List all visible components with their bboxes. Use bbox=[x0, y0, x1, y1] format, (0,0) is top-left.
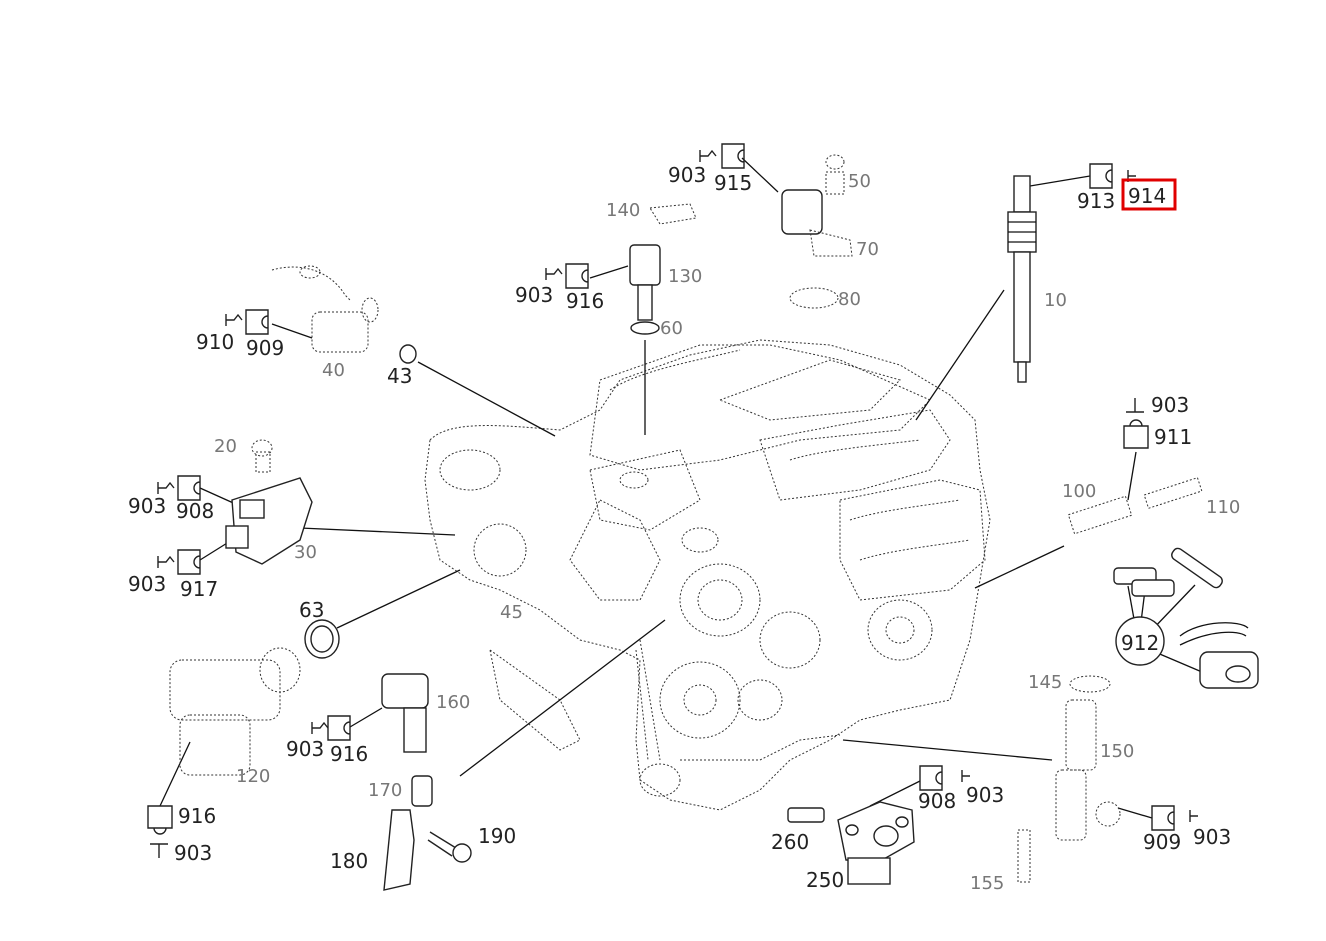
callout-155[interactable]: 155 bbox=[970, 873, 1004, 894]
callout-250[interactable]: 250 bbox=[806, 868, 844, 892]
callout-917[interactable]: 917 bbox=[180, 577, 218, 601]
callout-916[interactable]: 916 bbox=[566, 289, 604, 313]
connector-icon bbox=[1123, 419, 1149, 449]
callout-45[interactable]: 45 bbox=[500, 602, 523, 623]
connector-icon bbox=[177, 549, 201, 575]
callout-150[interactable]: 150 bbox=[1100, 741, 1134, 762]
flange-250 bbox=[787, 801, 915, 885]
callout-909[interactable]: 909 bbox=[246, 336, 284, 360]
sensor-160 bbox=[381, 673, 429, 753]
callout-30[interactable]: 30 bbox=[294, 542, 317, 563]
pin-icon bbox=[699, 149, 717, 162]
pin-icon bbox=[157, 555, 175, 568]
sensor-40 bbox=[271, 265, 417, 364]
callout-60[interactable]: 60 bbox=[660, 318, 683, 339]
connector-icon bbox=[1089, 163, 1113, 189]
callout-260[interactable]: 260 bbox=[771, 830, 809, 854]
pin-icon bbox=[157, 481, 175, 494]
callout-130[interactable]: 130 bbox=[668, 266, 702, 287]
callout-145[interactable]: 145 bbox=[1028, 672, 1062, 693]
connector-icon bbox=[327, 715, 351, 741]
sensor-145 bbox=[1017, 675, 1121, 883]
callout-913[interactable]: 913 bbox=[1077, 189, 1115, 213]
connector-icon bbox=[1151, 805, 1175, 831]
callout-916[interactable]: 916 bbox=[178, 804, 216, 828]
callout-63[interactable]: 63 bbox=[299, 598, 324, 622]
callout-labels: 903 915 50 913 914 10 140 903 916 130 60… bbox=[128, 163, 1240, 894]
callout-912[interactable]: 912 bbox=[1121, 631, 1159, 655]
pin-icon bbox=[1189, 810, 1198, 822]
callout-20[interactable]: 20 bbox=[214, 436, 237, 457]
connector-icon bbox=[919, 765, 943, 791]
pin-icon bbox=[1126, 398, 1144, 413]
callout-914[interactable]: 914 bbox=[1128, 184, 1166, 208]
sensor-right bbox=[1067, 477, 1203, 535]
callout-903[interactable]: 903 bbox=[1151, 393, 1189, 417]
sensor-140 bbox=[629, 244, 661, 335]
callout-190[interactable]: 190 bbox=[478, 824, 516, 848]
connector-symbols bbox=[147, 143, 1198, 858]
callout-915[interactable]: 915 bbox=[714, 171, 752, 195]
connector-icon bbox=[721, 143, 745, 169]
pin-icon bbox=[545, 267, 563, 280]
callout-100[interactable]: 100 bbox=[1062, 481, 1096, 502]
leader-lines bbox=[159, 157, 1203, 819]
callout-908[interactable]: 908 bbox=[176, 499, 214, 523]
callout-910[interactable]: 910 bbox=[196, 330, 234, 354]
connector-icon bbox=[565, 263, 589, 289]
callout-10[interactable]: 10 bbox=[1044, 290, 1067, 311]
callout-911[interactable]: 911 bbox=[1154, 425, 1192, 449]
callout-180[interactable]: 180 bbox=[330, 849, 368, 873]
callout-908[interactable]: 908 bbox=[918, 789, 956, 813]
callout-903[interactable]: 903 bbox=[128, 494, 166, 518]
control-module bbox=[225, 439, 313, 565]
callout-903[interactable]: 903 bbox=[174, 841, 212, 865]
connector-icon bbox=[177, 475, 201, 501]
pin-icon bbox=[225, 313, 243, 326]
callout-903[interactable]: 903 bbox=[128, 572, 166, 596]
callout-903[interactable]: 903 bbox=[286, 737, 324, 761]
pin-icon bbox=[961, 770, 970, 782]
callout-50[interactable]: 50 bbox=[848, 171, 871, 192]
connector-icon bbox=[245, 309, 269, 335]
valve-left bbox=[169, 647, 301, 776]
sensor-cluster-top bbox=[649, 154, 853, 309]
callout-43[interactable]: 43 bbox=[387, 364, 412, 388]
callout-916[interactable]: 916 bbox=[330, 742, 368, 766]
repair-kit bbox=[1113, 547, 1259, 689]
callout-903[interactable]: 903 bbox=[515, 283, 553, 307]
callout-160[interactable]: 160 bbox=[436, 692, 470, 713]
pin-icon bbox=[150, 843, 168, 858]
callout-903[interactable]: 903 bbox=[668, 163, 706, 187]
callout-80[interactable]: 80 bbox=[838, 289, 861, 310]
callout-70[interactable]: 70 bbox=[856, 239, 879, 260]
bracket-180 bbox=[383, 775, 472, 891]
callout-120[interactable]: 120 bbox=[236, 766, 270, 787]
callout-170[interactable]: 170 bbox=[368, 780, 402, 801]
callout-40[interactable]: 40 bbox=[322, 360, 345, 381]
connector-icon bbox=[147, 805, 173, 835]
callout-903[interactable]: 903 bbox=[1193, 825, 1231, 849]
callout-110[interactable]: 110 bbox=[1206, 497, 1240, 518]
part-sketches bbox=[169, 154, 1259, 891]
callout-140-top[interactable]: 140 bbox=[606, 200, 640, 221]
callout-903[interactable]: 903 bbox=[966, 783, 1004, 807]
glow-plug bbox=[1007, 175, 1037, 383]
callout-909[interactable]: 909 bbox=[1143, 830, 1181, 854]
highlight-box bbox=[1121, 178, 1177, 211]
engine-drawing bbox=[424, 339, 991, 811]
pin-icon bbox=[311, 721, 329, 734]
